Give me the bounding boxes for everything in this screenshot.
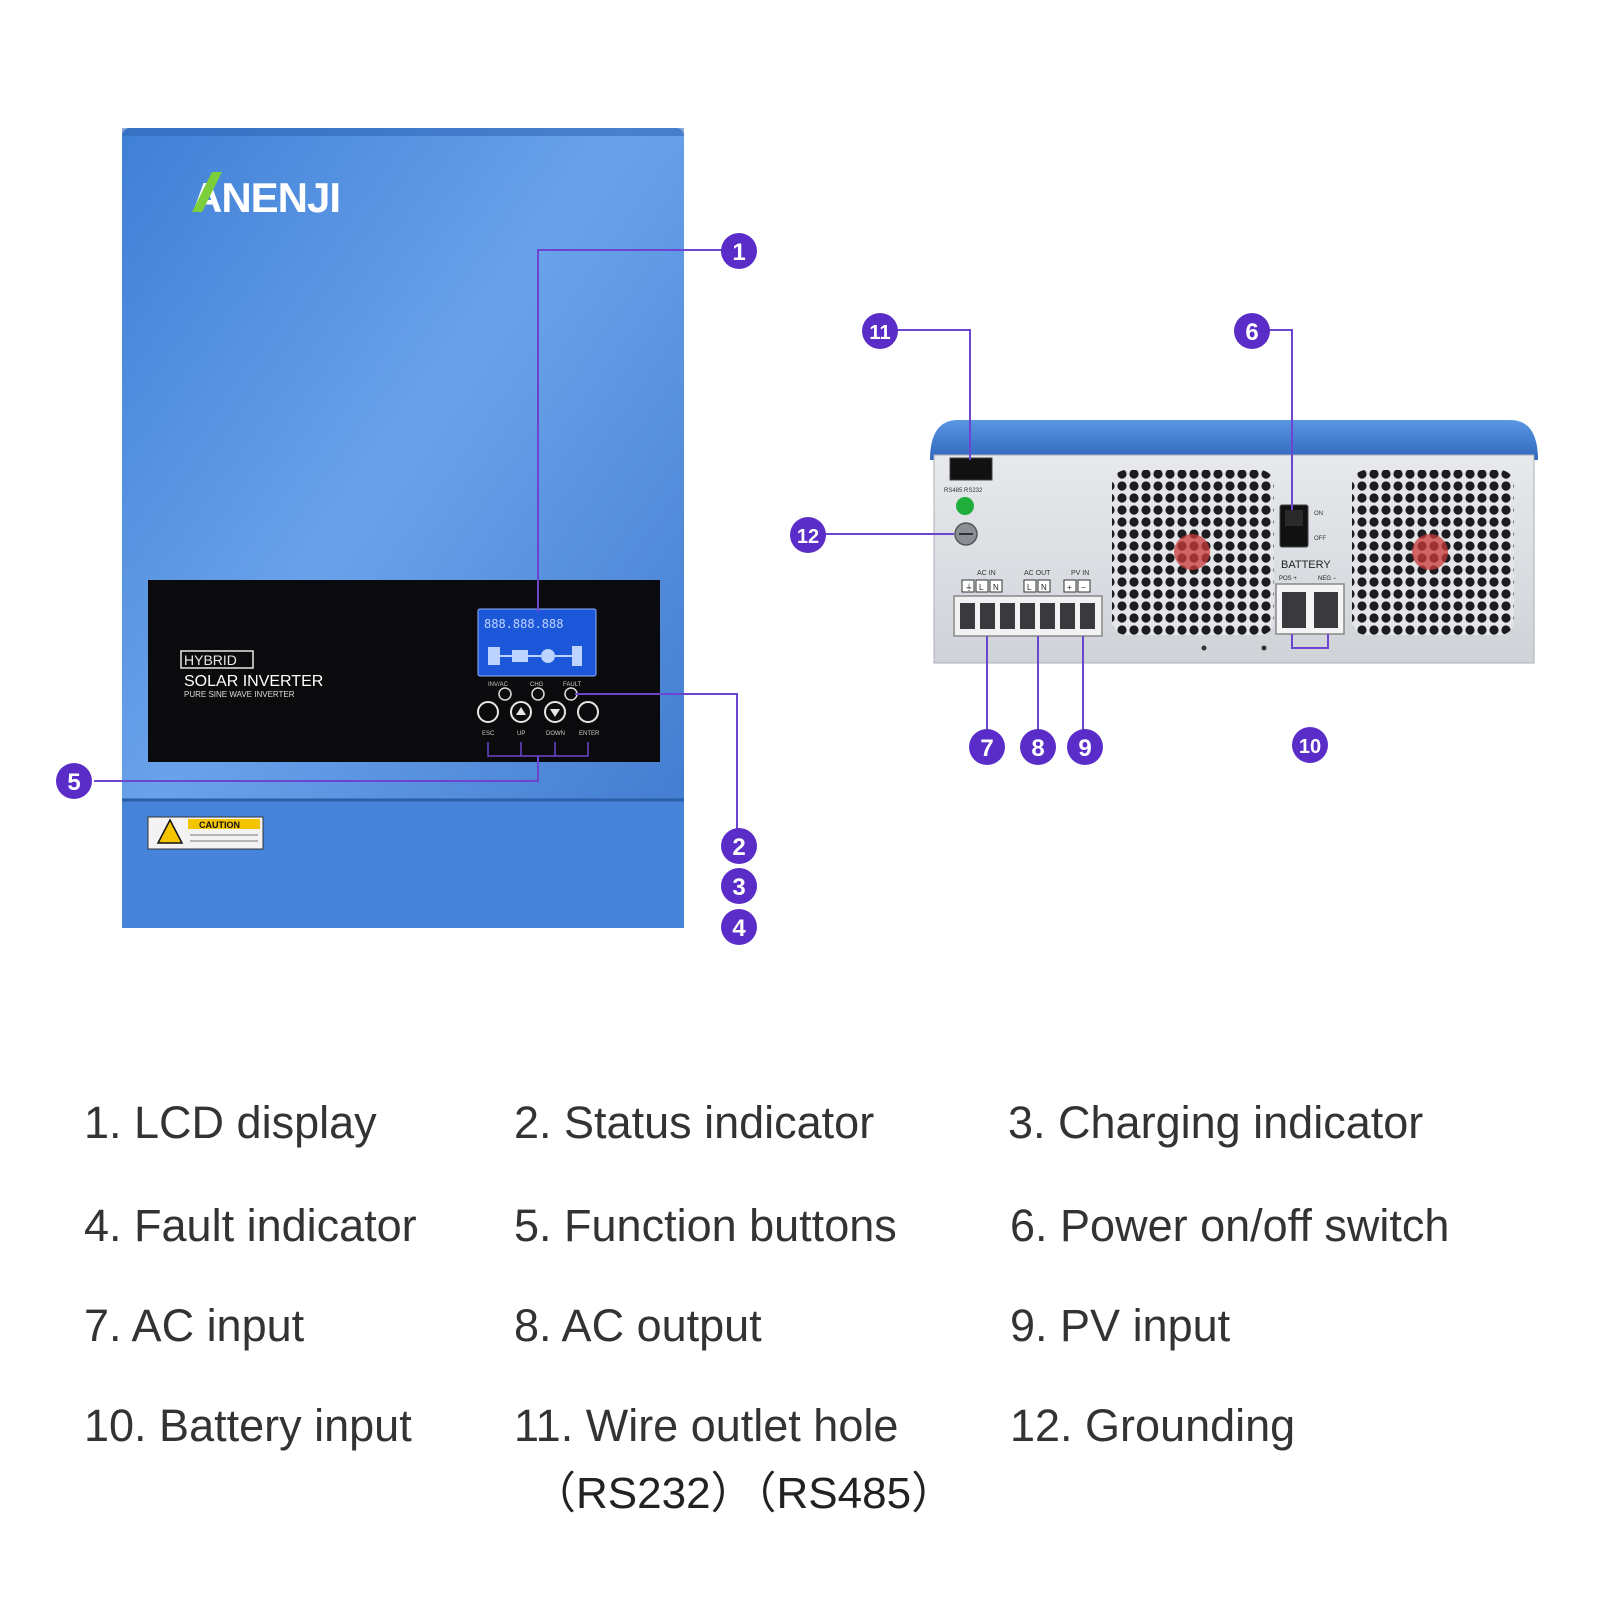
callout-markers: 1 2 3 4 5 6 7 8: [56, 233, 1328, 945]
terminal-mark: N: [1041, 583, 1047, 592]
callout-4: 4: [721, 909, 757, 945]
lcd-flow-icons: [488, 646, 582, 666]
callout-8: 8: [1020, 729, 1056, 765]
charging-indicator-led: [531, 687, 545, 701]
switch-off-label: OFF: [1314, 536, 1326, 542]
ac-out-label: AC OUT: [1024, 570, 1051, 577]
battery-neg-label: NEG −: [1318, 576, 1337, 582]
callout-3: 3: [721, 868, 757, 904]
button-label-down: DOWN: [546, 731, 565, 737]
button-label-enter: ENTER: [579, 731, 600, 737]
front-unit-top-edge: [122, 128, 684, 136]
indicator-label-chg: CHG: [530, 682, 544, 688]
callout-5: 5: [56, 763, 92, 799]
ground-mark-icon: ⏚: [965, 583, 973, 592]
battery-pos-terminal: [1282, 592, 1306, 628]
down-arrow-icon: [550, 709, 560, 717]
panel-subtitle: PURE SINE WAVE INVERTER: [184, 690, 295, 699]
leader-line-6: [1268, 329, 1293, 510]
callout-9: 9: [1067, 729, 1103, 765]
comm-port-label: RS485 RS232: [944, 488, 983, 494]
terminal-slots: [960, 603, 1095, 629]
leader-line-11: [896, 329, 971, 460]
callout-2: 2: [721, 828, 757, 864]
comm-port-rs485-rs232: [949, 457, 993, 481]
leader-line-10: [1291, 634, 1329, 649]
callout-6: 6: [1234, 313, 1270, 349]
svg-text:3: 3: [732, 874, 745, 901]
lcd-readout: 888.888.888: [484, 617, 563, 631]
callout-12: 12: [790, 517, 826, 553]
button-label-up: UP: [517, 731, 525, 737]
svg-text:2: 2: [732, 834, 745, 861]
status-led-green: [956, 497, 974, 515]
hybrid-badge: [180, 650, 254, 669]
svg-text:9: 9: [1078, 735, 1091, 762]
terminal-mark: +: [1067, 583, 1072, 592]
mount-dot: [1261, 645, 1267, 651]
fan-hub-left: [1174, 534, 1210, 570]
enter-button[interactable]: [577, 701, 599, 723]
ac-in-label: AC IN: [977, 570, 996, 577]
terminal-mark: L: [979, 583, 984, 592]
leader-line-1: [537, 249, 730, 612]
svg-text:7: 7: [980, 735, 993, 762]
front-unit: ANENJI HYBRID SOLAR INVERTER PURE SINE W…: [122, 128, 684, 928]
caution-text: CAUTION: [199, 820, 240, 830]
pv-in-label: PV IN: [1071, 570, 1089, 577]
leader-line-5: [94, 756, 539, 782]
svg-text:11: 11: [869, 322, 890, 344]
indicator-label-inv: INV/AC: [488, 682, 509, 688]
svg-text:8: 8: [1031, 735, 1044, 762]
mount-dot: [1201, 645, 1207, 651]
caution-header: [188, 819, 260, 829]
terminal-mark: L: [1027, 583, 1032, 592]
callout-1: 1: [721, 233, 757, 269]
fan-hub-right: [1412, 534, 1448, 570]
esc-button[interactable]: [477, 701, 499, 723]
svg-text:12: 12: [797, 526, 819, 548]
svg-text:1: 1: [732, 239, 745, 266]
callout-10: 10: [1292, 727, 1328, 763]
svg-text:10: 10: [1299, 736, 1321, 758]
rear-unit: RS485 RS232 AC IN AC OUT PV IN ⏚ L N L N…: [930, 420, 1538, 664]
svg-text:4: 4: [732, 915, 746, 942]
button-label-esc: ESC: [482, 731, 495, 737]
battery-pos-label: POS +: [1279, 576, 1297, 582]
terminal-mark: N: [993, 583, 999, 592]
svg-text:5: 5: [67, 769, 80, 796]
battery-label: BATTERY: [1281, 559, 1331, 571]
up-arrow-icon: [516, 707, 526, 715]
battery-neg-terminal: [1314, 592, 1338, 628]
status-indicator-led: [498, 687, 512, 701]
leader-line-2: [575, 693, 738, 830]
terminal-marks: ⏚ L N L N + −: [961, 579, 1091, 593]
power-switch-rocker: [1285, 510, 1303, 526]
switch-on-label: ON: [1314, 511, 1323, 517]
brand-logo-accent: [192, 172, 222, 212]
hybrid-badge-text: HYBRID: [184, 652, 237, 668]
callout-11: 11: [862, 313, 898, 349]
callout-7: 7: [969, 729, 1005, 765]
terminal-mark: −: [1081, 583, 1086, 592]
callout-lines: [94, 249, 1329, 830]
indicator-label-fault: FAULT: [563, 682, 582, 688]
warning-triangle-icon: [156, 818, 184, 844]
svg-text:6: 6: [1245, 319, 1258, 346]
panel-title: SOLAR INVERTER: [184, 673, 323, 690]
rear-unit-top: [930, 420, 1538, 460]
